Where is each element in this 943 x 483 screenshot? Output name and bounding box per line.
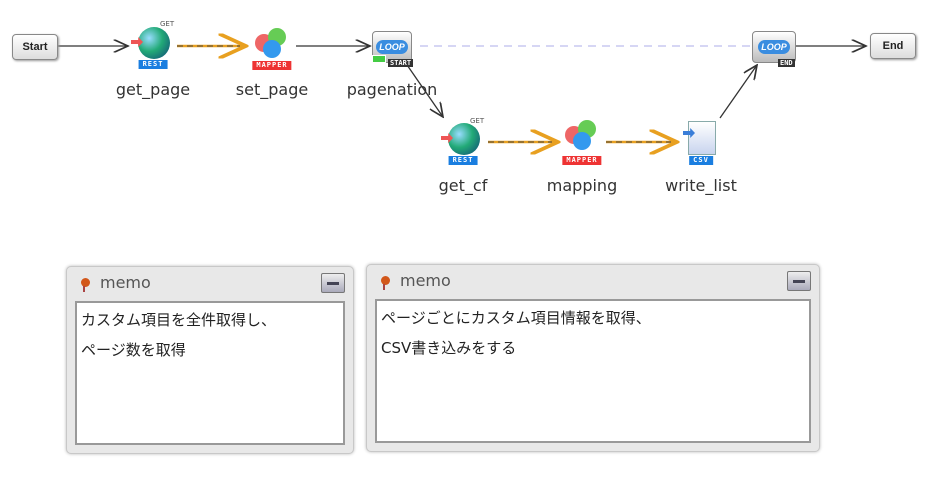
minimize-button[interactable] [321, 273, 345, 293]
type-badge: MAPPER [562, 156, 602, 165]
start-node[interactable]: Start [12, 34, 58, 60]
memo-text[interactable]: カスタム項目を全件取得し、 ページ数を取得 [75, 301, 345, 445]
rest-globe-icon[interactable] [448, 123, 480, 155]
node-label[interactable]: mapping [546, 176, 618, 195]
pin-icon [381, 275, 390, 290]
loop-tag: END [778, 59, 795, 67]
minimize-button[interactable] [787, 271, 811, 291]
node-label[interactable]: pagenation [346, 80, 438, 99]
node-label[interactable]: get_page [115, 80, 191, 99]
memo-panel[interactable]: memo ページごとにカスタム項目情報を取得、 CSV書き込みをする [366, 264, 820, 452]
status-icon [372, 55, 386, 63]
connector [57, 46, 866, 118]
memo-text[interactable]: ページごとにカスタム項目情報を取得、 CSV書き込みをする [375, 299, 811, 443]
end-node[interactable]: End [870, 33, 916, 59]
method-label: GET [470, 117, 485, 125]
data-connector [177, 46, 677, 142]
type-badge: CSV [689, 156, 713, 165]
node-label[interactable]: set_page [235, 80, 309, 99]
memo-title: memo [100, 272, 151, 292]
arrow-icon [131, 37, 143, 47]
csv-file-icon[interactable] [688, 121, 716, 155]
arrow-icon [441, 133, 453, 143]
method-label: GET [160, 20, 175, 28]
loop-end-icon[interactable]: LOOP [752, 31, 796, 63]
flow-connectors [57, 0, 943, 240]
pin-icon [81, 277, 90, 292]
type-badge: REST [448, 156, 478, 165]
mapper-icon[interactable] [565, 120, 599, 152]
node-label[interactable]: get_cf [438, 176, 488, 195]
type-badge: REST [138, 60, 168, 69]
loop-tag: START [388, 59, 414, 67]
node-label[interactable]: write_list [665, 176, 737, 195]
memo-panel[interactable]: memo カスタム項目を全件取得し、 ページ数を取得 [66, 266, 354, 454]
memo-title: memo [400, 270, 451, 290]
arrow-icon [683, 128, 695, 138]
rest-globe-icon[interactable] [138, 27, 170, 59]
mapper-icon[interactable] [255, 28, 289, 60]
type-badge: MAPPER [252, 61, 292, 70]
